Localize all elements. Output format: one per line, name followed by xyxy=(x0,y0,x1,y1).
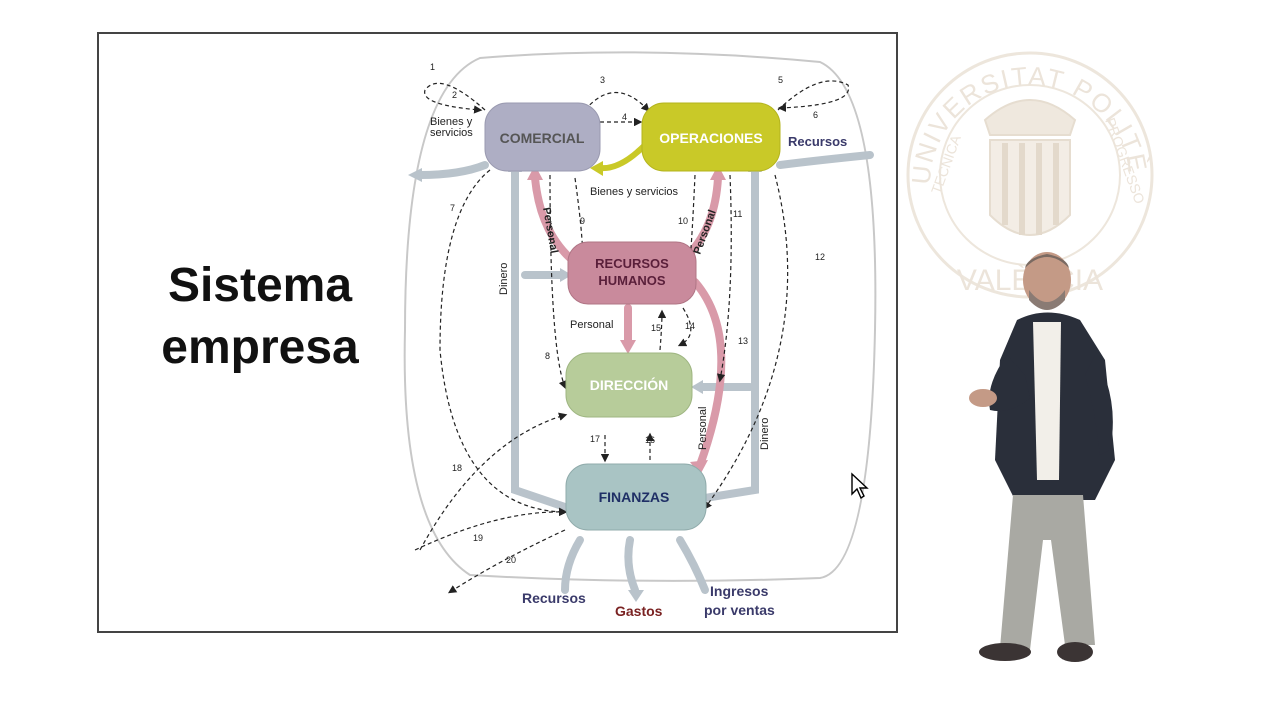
label-bienes-servicios-1: Bienes y xyxy=(430,116,473,128)
slide-title: Sistema empresa xyxy=(140,255,380,379)
label-bienes-servicios-mid: Bienes y servicios xyxy=(590,186,679,198)
bienes-servicios-flow xyxy=(599,142,648,172)
num-20: 20 xyxy=(506,555,516,565)
num-9: 9 xyxy=(580,216,585,226)
personal-to-finanzas xyxy=(691,278,726,469)
seal-shield xyxy=(983,99,1077,236)
num-18: 18 xyxy=(452,463,462,473)
bienes-out-flow xyxy=(416,161,489,179)
label-dinero-right: Dinero xyxy=(759,418,771,450)
presenter-figure xyxy=(969,252,1115,662)
num-17: 17 xyxy=(590,434,600,444)
num-13: 13 xyxy=(738,336,748,346)
label-ingresos-2: por ventas xyxy=(704,602,775,618)
personal-to-comercial xyxy=(531,174,574,262)
gastos-out-finanzas xyxy=(624,536,639,594)
label-recursos-bottom: Recursos xyxy=(522,590,586,606)
bienes-servicios-arrowhead xyxy=(590,161,603,176)
title-line-2: empresa xyxy=(161,321,359,374)
system-boundary xyxy=(403,51,877,582)
node-comercial: COMERCIAL xyxy=(484,102,601,172)
money-flows xyxy=(416,151,874,594)
node-rrhh-label-1: RECURSOS xyxy=(595,256,669,271)
num-6: 6 xyxy=(813,110,818,120)
label-dinero-left: Dinero xyxy=(498,263,510,295)
num-15: 15 xyxy=(651,323,661,333)
label-ingresos-1: Ingresos xyxy=(710,583,769,599)
mouse-pointer-icon xyxy=(851,472,869,500)
num-8: 8 xyxy=(545,351,550,361)
num-10: 10 xyxy=(678,216,688,226)
title-line-1: Sistema xyxy=(167,259,353,312)
node-rrhh-label-2: HUMANOS xyxy=(598,273,665,288)
label-gastos: Gastos xyxy=(615,603,663,619)
node-operaciones: OPERACIONES xyxy=(641,102,781,172)
num-5: 5 xyxy=(778,75,783,85)
node-comercial-label: COMERCIAL xyxy=(500,130,585,146)
recursos-in-finanzas xyxy=(561,536,584,594)
num-3: 3 xyxy=(600,75,605,85)
num-1: 1 xyxy=(430,62,435,72)
num-2: 2 xyxy=(452,90,457,100)
label-recursos-top: Recursos xyxy=(788,134,847,149)
label-bienes-servicios-2: servicios xyxy=(430,127,473,139)
label-personal-right: Personal xyxy=(692,208,719,256)
num-12: 12 xyxy=(815,252,825,262)
ingresos-in-finanzas xyxy=(676,536,709,594)
label-personal-left: Personal xyxy=(540,206,560,254)
business-system-diagram: COMERCIAL OPERACIONES RECURSOS HUMANOS D… xyxy=(403,51,877,619)
node-finanzas-label: FINANZAS xyxy=(599,489,670,505)
num-16: 16 xyxy=(645,435,655,445)
node-direccion-label: DIRECCIÓN xyxy=(590,376,669,393)
node-finanzas: FINANZAS xyxy=(565,463,707,531)
personal-arrowheads xyxy=(527,165,726,475)
flow-numbers: 1 2 3 4 5 6 7 8 9 10 11 12 13 14 15 16 1… xyxy=(430,62,825,565)
num-11: 11 xyxy=(733,209,742,219)
recursos-in-flow xyxy=(776,151,874,169)
label-personal-low: Personal xyxy=(697,407,709,450)
num-4: 4 xyxy=(622,112,627,122)
num-7: 7 xyxy=(450,203,455,213)
num-19: 19 xyxy=(473,533,483,543)
node-direccion: DIRECCIÓN xyxy=(565,352,693,418)
dinero-right-flow xyxy=(701,164,759,502)
num-14: 14 xyxy=(685,321,695,331)
node-operaciones-label: OPERACIONES xyxy=(659,130,762,146)
node-recursos-humanos: RECURSOS HUMANOS xyxy=(567,241,697,305)
label-personal-mid: Personal xyxy=(570,319,613,331)
dinero-left-flow xyxy=(511,164,572,512)
